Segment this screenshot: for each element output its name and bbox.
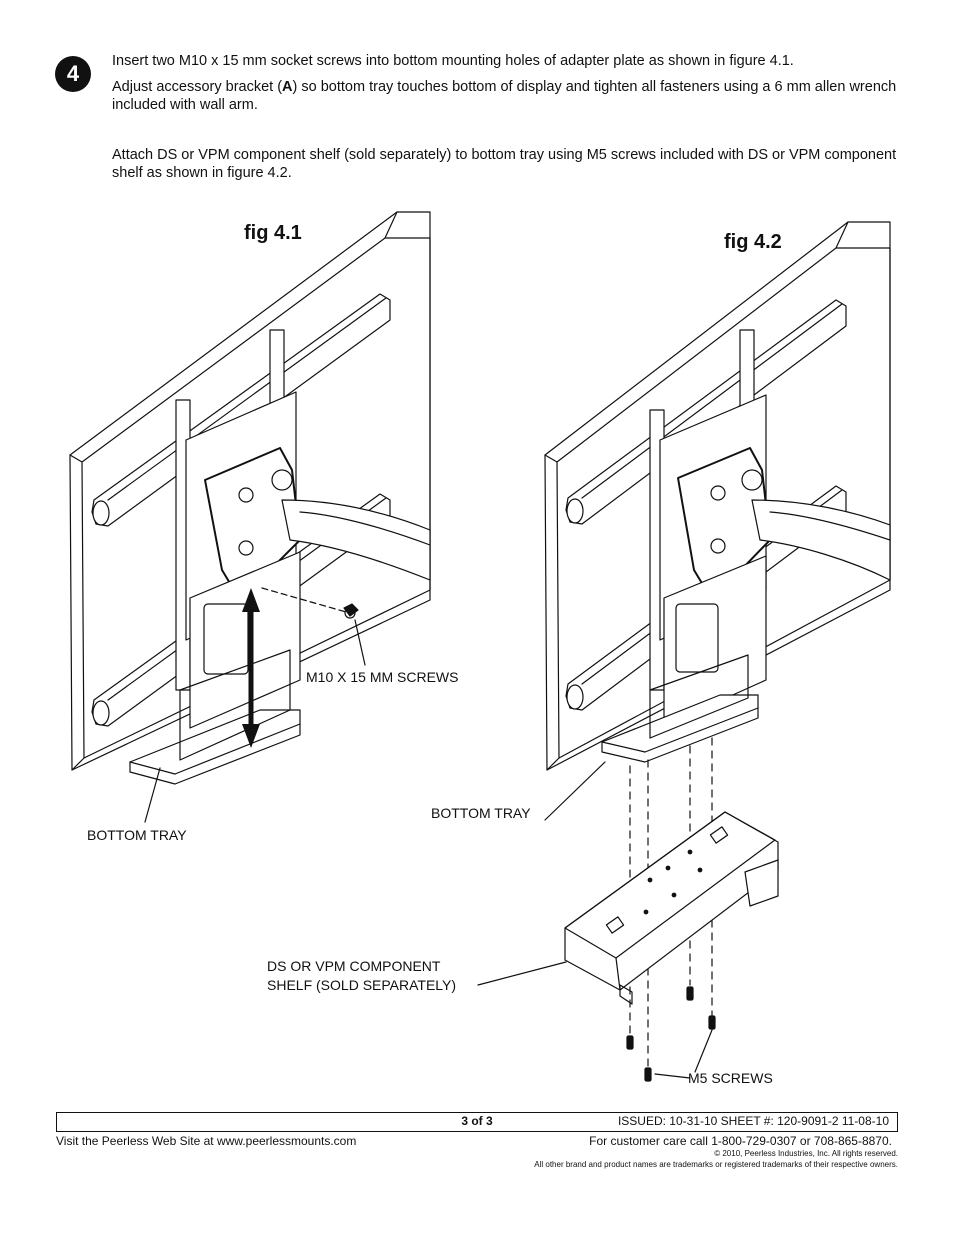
fig2-shelf-label-line1: DS OR VPM COMPONENT xyxy=(267,958,441,974)
fig2-arm-assembly xyxy=(601,394,891,763)
copyright: © 2010, Peerless Industries, Inc. All ri… xyxy=(714,1149,898,1158)
fig2-tray-label: BOTTOM TRAY xyxy=(431,805,531,821)
bracket-letter: A xyxy=(282,79,293,95)
fig2-screws-label: M5 SCREWS xyxy=(688,1070,773,1086)
instruction-paragraph-1: Insert two M10 x 15 mm socket screws int… xyxy=(112,53,794,69)
fig2-component-shelf xyxy=(564,811,779,1005)
fig2-shelf-label-line2: SHELF (SOLD SEPARATELY) xyxy=(267,977,457,993)
instruction-text: Adjust accessory bracket ( xyxy=(112,79,283,95)
fig2-display xyxy=(544,221,891,771)
fig1-tray-leader xyxy=(144,767,161,823)
fig1-title: fig 4.1 xyxy=(244,222,302,244)
instruction-paragraph-2: Adjust accessory bracket (A) so bottom t… xyxy=(112,78,902,114)
fig2-tray-leader xyxy=(544,761,606,821)
instruction-text: ) so bottom tray touches bottom of displ… xyxy=(112,79,897,113)
fig2-screws-leader xyxy=(654,1073,691,1079)
page-number: 3 of 3 xyxy=(461,1114,493,1128)
fig1-arm-assembly xyxy=(129,391,431,785)
fig1-drawing xyxy=(69,211,431,823)
fig1-tray-label: BOTTOM TRAY xyxy=(87,827,187,843)
website-link[interactable]: Visit the Peerless Web Site at www.peerl… xyxy=(56,1134,357,1148)
fig1-screws-label: M10 X 15 MM SCREWS xyxy=(306,669,459,685)
fig1-adjust-arrow xyxy=(242,588,260,748)
fig1-screws-leader xyxy=(354,619,366,666)
issue-info: ISSUED: 10-31-10 SHEET #: 120-9091-2 11-… xyxy=(617,1114,889,1128)
fig2-screws-leader xyxy=(694,1029,713,1073)
fig1-m10-screw xyxy=(261,587,359,619)
step-number-badge: 4 xyxy=(55,56,91,92)
customer-care: For customer care call 1-800-729-0307 or… xyxy=(589,1134,892,1148)
instruction-paragraph-3: Attach DS or VPM component shelf (sold s… xyxy=(112,147,897,181)
fig2-title: fig 4.2 xyxy=(724,231,782,253)
fig1-display xyxy=(69,211,431,771)
fig2-m5-screws xyxy=(626,986,716,1082)
fig2-shelf-leader xyxy=(477,961,567,986)
footer-box: 3 of 3 ISSUED: 10-31-10 SHEET #: 120-909… xyxy=(56,1112,898,1132)
trademark-notice: All other brand and product names are tr… xyxy=(534,1160,898,1169)
fig2-drawing xyxy=(477,221,891,1082)
